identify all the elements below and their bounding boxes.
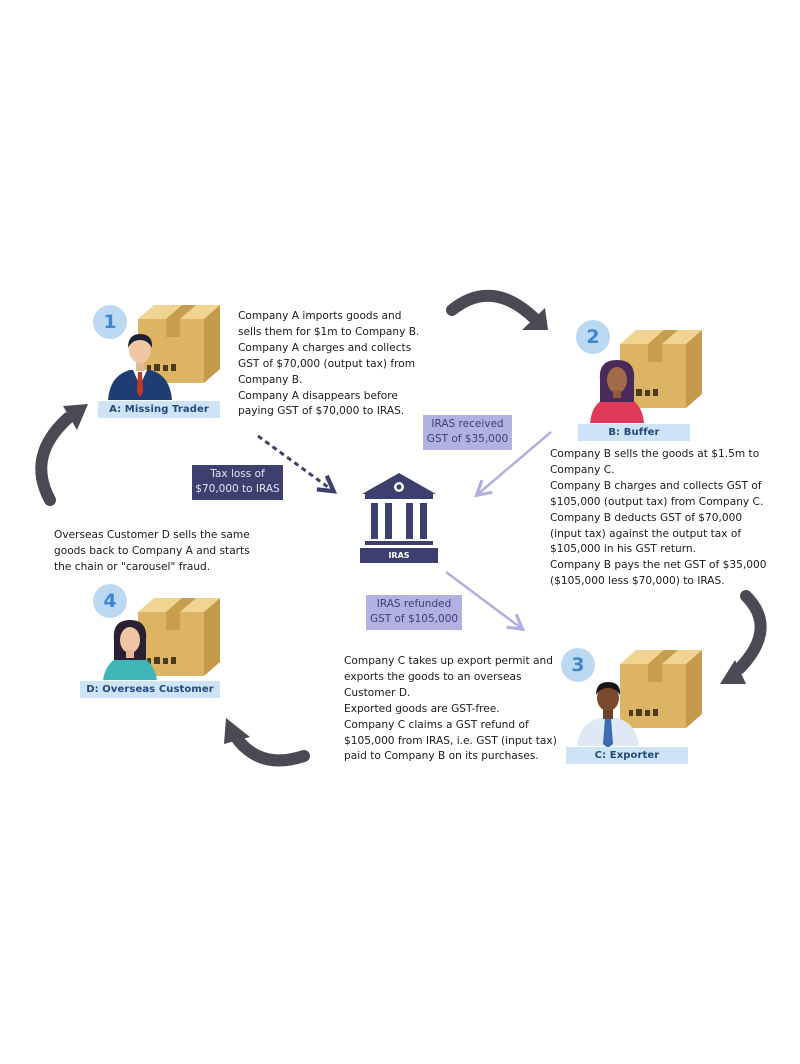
cardboard-box-icon — [620, 650, 702, 728]
curved-arrow-icon — [224, 718, 310, 767]
node-d-label: D: Overseas Customer — [80, 681, 220, 698]
iras-received-arrow — [474, 431, 552, 498]
tax-loss-arrow — [257, 434, 332, 490]
bank-building-icon — [360, 473, 438, 563]
node-d-number: 4 — [93, 584, 127, 618]
curved-arrow-icon — [446, 289, 548, 330]
tax-loss-box: Tax loss of $70,000 to IRAS — [192, 465, 283, 500]
node-b-number: 2 — [576, 320, 610, 354]
businessman-icon — [577, 682, 639, 748]
node-b-illustration — [590, 330, 702, 423]
node-b-label: B: Buffer — [578, 424, 690, 441]
node-c-label: C: Exporter — [566, 747, 688, 764]
curved-arrow-icon — [720, 590, 767, 684]
description-b: Company B sells the goods at $1.5m to Co… — [550, 448, 767, 588]
node-a-label: A: Missing Trader — [98, 401, 220, 418]
description-c: Company C takes up export permit and exp… — [344, 655, 557, 763]
description-a: Company A imports goods and sells them f… — [238, 310, 420, 418]
iras-label: IRAS — [388, 551, 410, 560]
iras-refunded-arrow — [445, 570, 526, 632]
node-c-number: 3 — [561, 648, 595, 682]
node-a-illustration — [108, 305, 220, 400]
curved-arrow-icon — [35, 404, 88, 506]
woman-icon — [103, 620, 157, 680]
iras-refunded-box: IRAS refunded GST of $105,000 — [366, 595, 462, 630]
woman-icon — [590, 360, 644, 423]
node-a-number: 1 — [93, 305, 127, 339]
node-d-illustration — [103, 598, 220, 680]
businessman-icon — [108, 334, 172, 400]
iras-received-box: IRAS received GST of $35,000 — [423, 415, 512, 450]
node-c-illustration — [577, 650, 702, 748]
description-d: Overseas Customer D sells the same goods… — [54, 529, 250, 573]
